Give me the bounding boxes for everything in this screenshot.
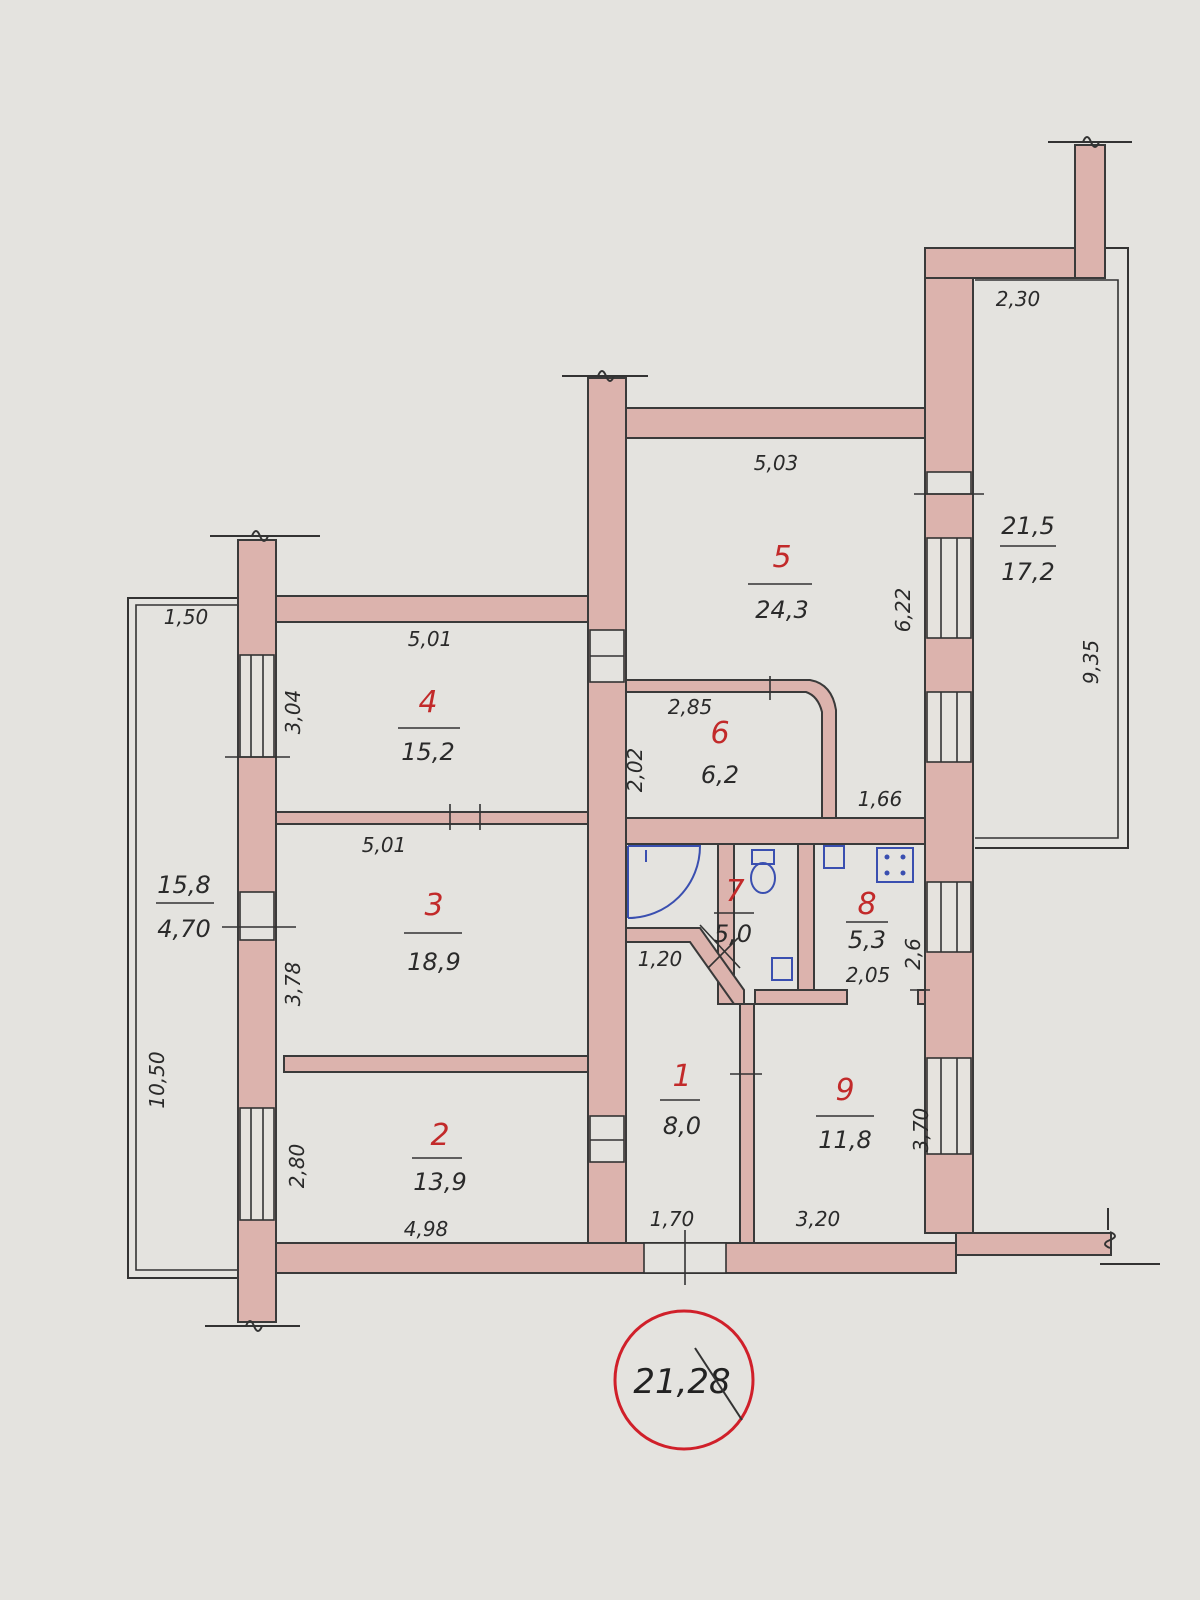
- room-area: 24,3: [755, 596, 808, 624]
- balcony-area-bottom: 4,70: [157, 915, 210, 943]
- dimensions: 1,50 10,50 5,01 3,04 5,01 3,78 2,80 4,98…: [145, 287, 1103, 1241]
- dim-room9-width: 3,20: [796, 1207, 841, 1231]
- room-number: 4: [418, 685, 437, 720]
- room-number: 6: [710, 716, 729, 751]
- room-1-label: 1 8,0: [660, 1059, 701, 1140]
- dim-left-balcony-width: 1,50: [164, 605, 209, 629]
- right-balcony-label: 21,5 17,2: [1000, 512, 1056, 586]
- wall-break-marks: [205, 136, 1160, 1332]
- dim-room9-depth: 3,70: [909, 1108, 933, 1153]
- dim-room5-width: 5,03: [754, 451, 799, 475]
- room-number: 1: [672, 1059, 691, 1094]
- dim-room6-width: 2,85: [668, 695, 713, 719]
- dim-room2-depth: 2,80: [285, 1144, 309, 1189]
- room-5-label: 5 24,3: [748, 540, 812, 624]
- room-number: 5: [772, 540, 791, 575]
- bathroom-fixtures: [627, 845, 914, 981]
- room-8-label: 8 5,3: [846, 887, 888, 954]
- right-balcony-outline: [975, 247, 1129, 849]
- stamp-strike-mark: [694, 1347, 743, 1421]
- dim-corridor-width: 1,66: [858, 787, 903, 811]
- dim-room8-depth: 2,6: [901, 938, 925, 970]
- room-area: 18,9: [407, 948, 460, 976]
- room-area: 11,8: [818, 1126, 871, 1154]
- dim-hall-width: 1,20: [638, 947, 683, 971]
- room-7-label: 7 5,0: [714, 874, 754, 948]
- balcony-area-bottom: 17,2: [1001, 558, 1054, 586]
- left-balcony-outline: [127, 597, 238, 1279]
- balcony-area-top: 15,8: [157, 871, 210, 899]
- dim-room6-depth: 2,02: [623, 748, 647, 793]
- toilet-icon: [750, 849, 776, 894]
- room-3-label: 3 18,9: [404, 888, 462, 976]
- dim-right-balcony-width: 2,30: [996, 287, 1041, 311]
- room-2-label: 2 13,9: [412, 1118, 467, 1196]
- dim-room8-width: 2,05: [846, 963, 891, 987]
- room-9-label: 9 11,8: [816, 1073, 874, 1154]
- room-number: 2: [430, 1118, 449, 1153]
- dim-room4-depth: 3,04: [281, 690, 305, 735]
- dim-right-balcony-length: 9,35: [1079, 640, 1103, 685]
- room-number: 3: [424, 888, 443, 923]
- dim-room5-depth: 6,22: [891, 588, 915, 633]
- room-number: 9: [835, 1073, 854, 1108]
- dim-room3-depth: 3,78: [281, 962, 305, 1007]
- room-number: 8: [857, 887, 876, 922]
- walls: [237, 144, 1112, 1323]
- room-area: 15,2: [401, 738, 454, 766]
- stamp-text: 21,28: [633, 1362, 730, 1402]
- room-6-label: 6 6,2: [701, 716, 739, 789]
- dim-room3-width: 5,01: [362, 833, 407, 857]
- left-balcony-label: 15,8 4,70: [156, 871, 214, 943]
- balcony-area-top: 21,5: [1001, 512, 1054, 540]
- stove-icon: [876, 847, 914, 883]
- room-area: 5,0: [714, 920, 752, 948]
- door-openings: [222, 471, 984, 1285]
- sink-icon: [771, 957, 793, 981]
- kitchen-sink-icon: [823, 845, 845, 869]
- room-area: 5,3: [848, 926, 886, 954]
- dim-room4-width: 5,01: [408, 627, 453, 651]
- dim-room2-width: 4,98: [404, 1217, 449, 1241]
- room-4-label: 4 15,2: [398, 685, 460, 766]
- door-swing-arc: [627, 845, 702, 919]
- dim-room1-width: 1,70: [650, 1207, 695, 1231]
- room-area: 6,2: [701, 761, 739, 789]
- windows: [239, 537, 972, 1221]
- area-stamp: 21,28: [613, 1309, 755, 1451]
- room-area: 13,9: [413, 1168, 466, 1196]
- room-area: 8,0: [663, 1112, 701, 1140]
- room-number: 7: [725, 874, 744, 909]
- dim-left-balcony-length: 10,50: [145, 1051, 169, 1108]
